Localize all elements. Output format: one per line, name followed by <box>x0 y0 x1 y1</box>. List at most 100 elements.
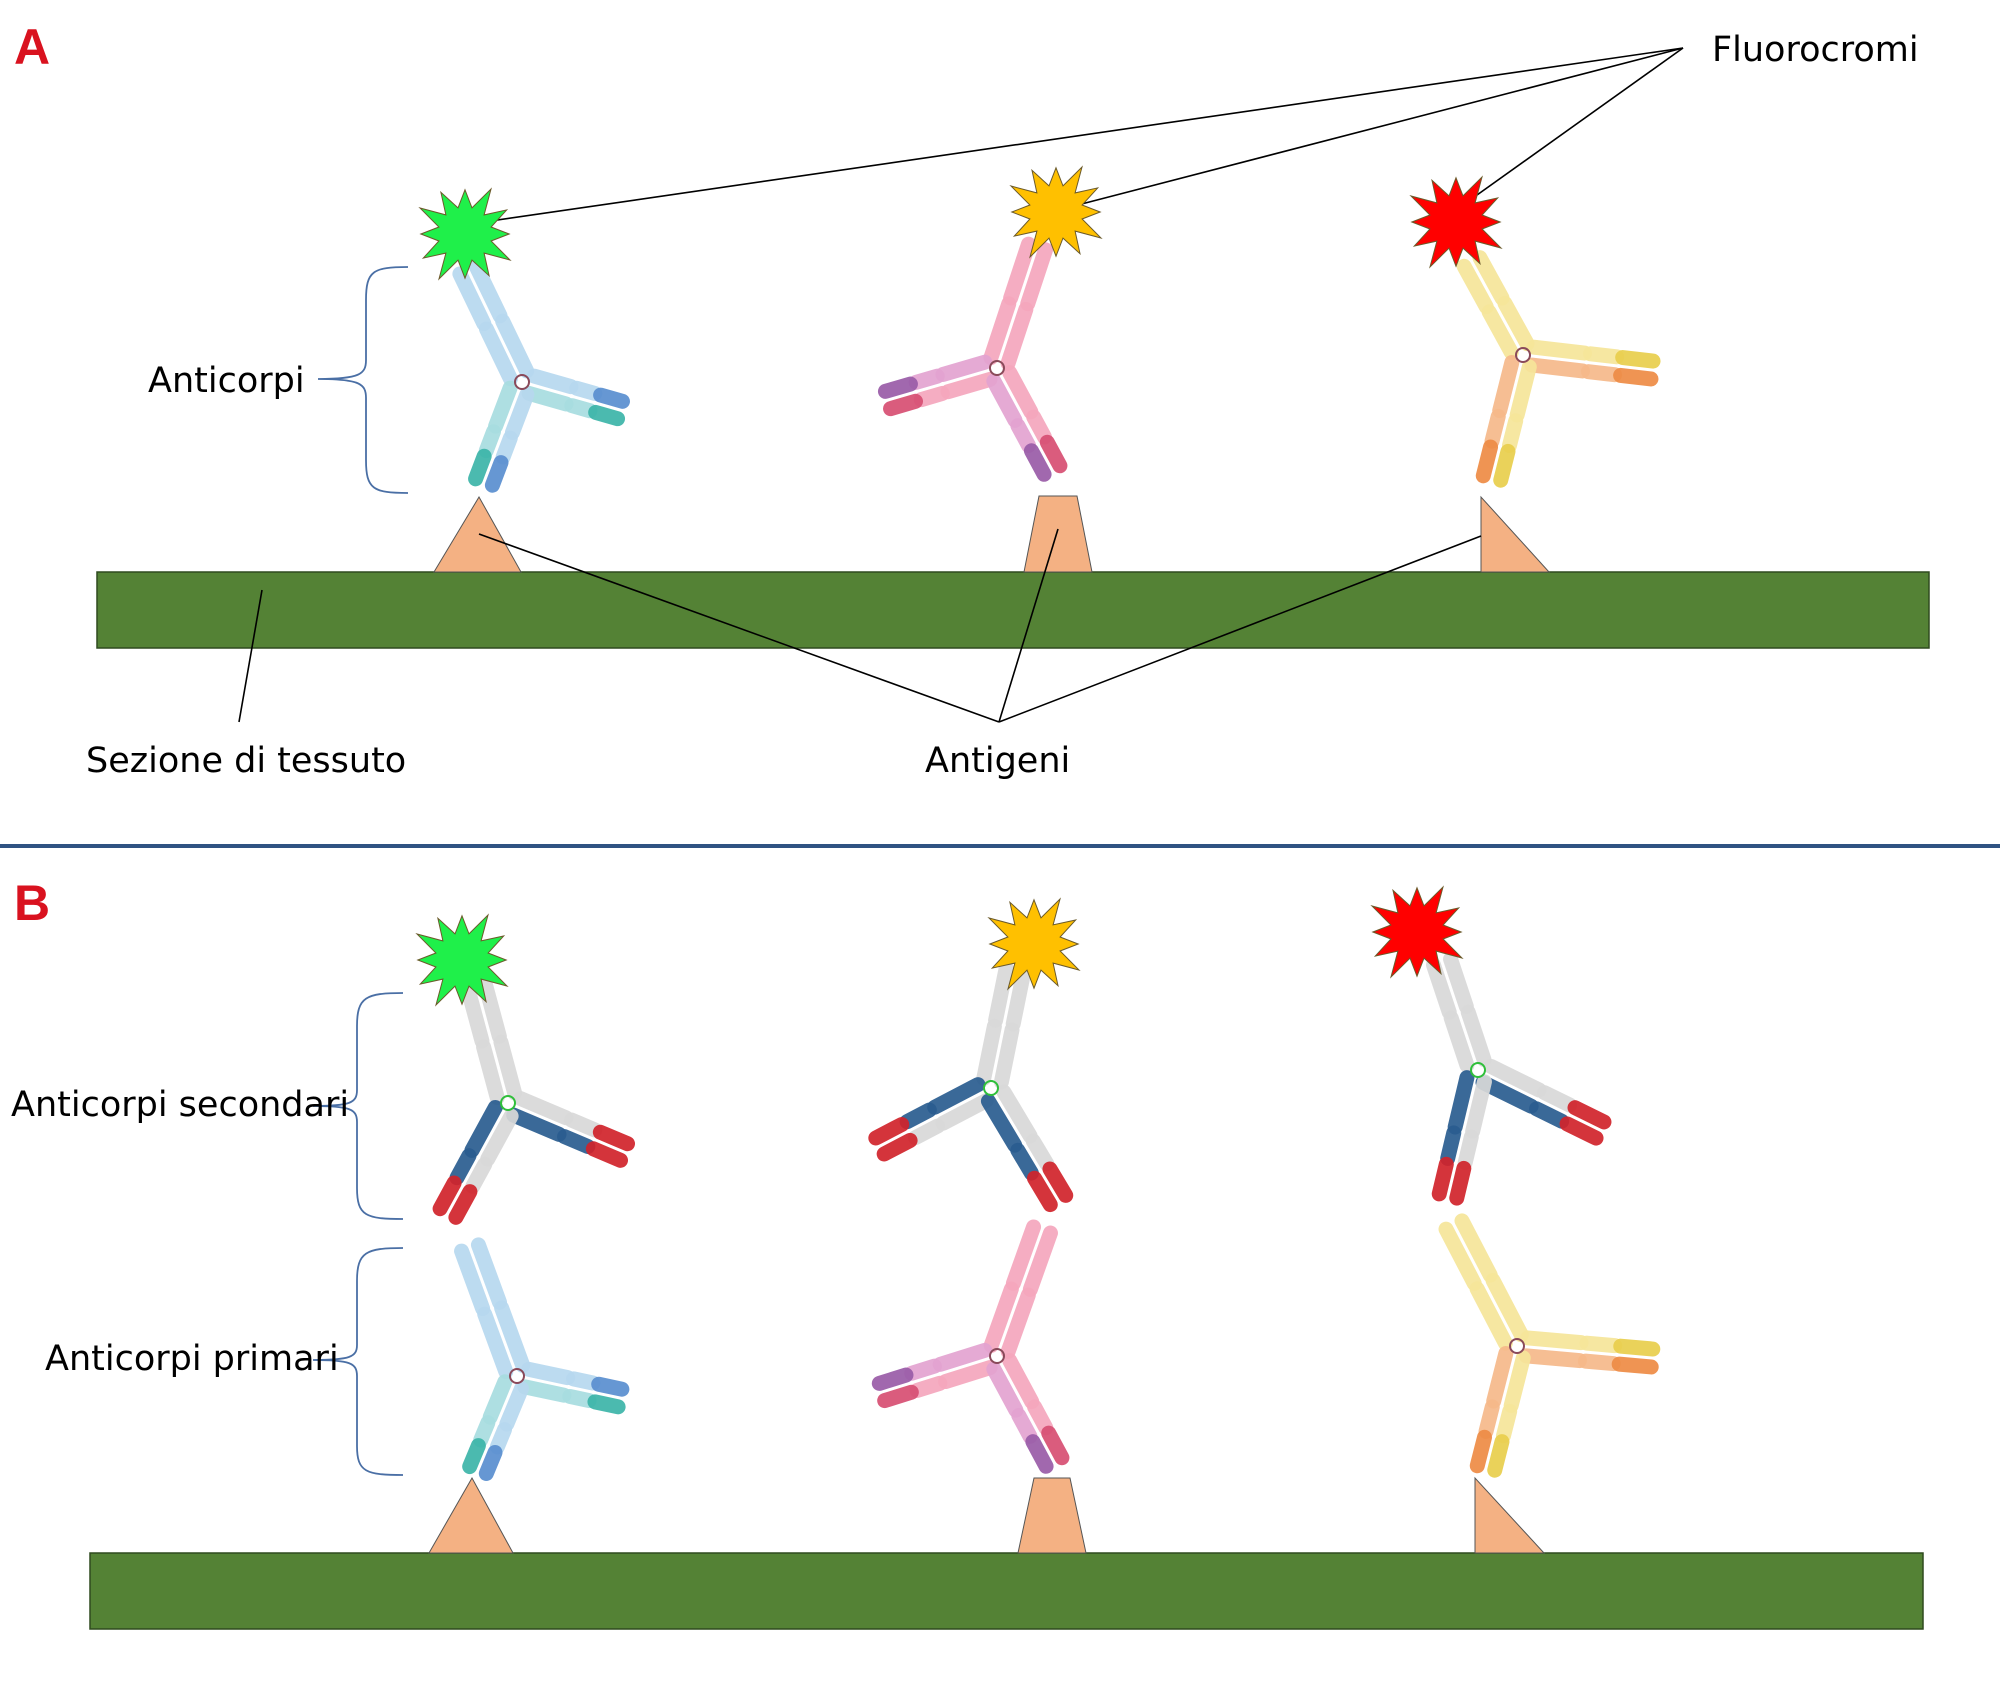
tissue-section-b <box>89 1552 1924 1630</box>
antibody-domain <box>1472 250 1510 306</box>
antibody-domain <box>909 1375 948 1398</box>
antibody-hinge <box>989 1348 1005 1364</box>
antibody-domain <box>593 387 630 409</box>
antibody-domain <box>1025 1133 1055 1172</box>
antibody-domain <box>468 258 508 324</box>
antibody-domain <box>521 385 574 412</box>
antibody-domain <box>986 373 1023 428</box>
antibody-hinge <box>514 374 530 390</box>
antibody-domain <box>1000 1287 1036 1359</box>
antibody-domain <box>1493 443 1516 488</box>
antibody-domain <box>1583 346 1625 365</box>
antibody-domain <box>1501 413 1524 454</box>
antibody-domain <box>517 1379 572 1403</box>
antibody-domain <box>1529 1101 1570 1129</box>
label-fluorochromes: Fluorocromi <box>1712 30 1919 70</box>
primary-antibody-blue-b <box>454 1237 630 1481</box>
antibody-domain <box>1580 364 1623 383</box>
antibody-domain <box>976 1018 1002 1086</box>
antibody-domain <box>1503 1350 1531 1414</box>
antibody-domain <box>464 1099 503 1158</box>
antibody-domain <box>1003 236 1036 306</box>
antibody-domain <box>1449 1160 1472 1206</box>
label-antigens: Antigeni <box>925 741 1071 781</box>
antibody-domain <box>592 1124 636 1152</box>
antibody-domain <box>1041 1425 1070 1466</box>
antibody-domain <box>983 296 1017 366</box>
antibody-domain <box>1495 1403 1518 1444</box>
antibody-domain <box>473 1415 496 1448</box>
antibody-domain <box>1579 1335 1623 1354</box>
secondary-antibody-1-b <box>432 978 636 1225</box>
antibody-hinge <box>983 1080 999 1096</box>
antibody-domain <box>935 354 993 382</box>
label-secondary-antibodies: Anticorpi secondari <box>11 1085 350 1125</box>
antibodies-bracket <box>317 266 409 494</box>
antibody-domain <box>1026 409 1052 445</box>
antibody-yellow-a <box>1456 250 1661 488</box>
antibody-hinge <box>1470 1062 1486 1078</box>
antibody-domain <box>1611 1356 1659 1375</box>
antibody-domain <box>452 266 492 332</box>
antibody-domain <box>1000 301 1034 371</box>
tissue-section-a <box>96 571 1930 649</box>
antibody-domain <box>1020 242 1054 312</box>
antibody-domain <box>476 1039 505 1106</box>
fluorochrome-orange-b <box>987 897 1081 991</box>
antibody-domain <box>468 448 492 487</box>
fluorochrome-orange-a <box>1009 165 1103 259</box>
antibody-domain <box>1577 1353 1621 1372</box>
antibody-domain <box>1005 1219 1042 1291</box>
antibody-domain <box>871 1367 914 1391</box>
antibody-domain <box>877 1384 919 1409</box>
antibody-domain <box>1002 365 1039 420</box>
antibody-domain <box>1022 1225 1058 1297</box>
antibody-domain <box>1509 359 1537 423</box>
antibody-domain <box>504 387 535 441</box>
antibody-domain <box>478 978 507 1044</box>
antibody-domain <box>489 1422 513 1455</box>
antibody-domain <box>484 455 509 493</box>
antigen-triangle-b <box>428 1476 514 1554</box>
antibody-domain <box>1443 1010 1475 1073</box>
antibody-domain <box>868 1116 910 1146</box>
antibody-domain <box>564 1112 603 1138</box>
fluorochrome-red-a <box>1409 175 1503 269</box>
secondary-antibody-2-b <box>868 960 1074 1213</box>
antibody-domain <box>495 430 518 465</box>
antibody-domain <box>591 1376 630 1397</box>
antibody-domain <box>564 398 598 419</box>
antibody-domain <box>1457 1129 1479 1171</box>
antibody-hinge <box>1515 347 1531 363</box>
antibody-domain <box>488 380 518 434</box>
antibody-domain <box>932 1342 993 1372</box>
antibody-domain <box>940 371 998 400</box>
antibody-domain <box>562 1388 597 1409</box>
antibody-domain <box>506 1107 567 1142</box>
antibody-domain <box>465 1156 493 1194</box>
antibody-domain <box>1456 258 1494 315</box>
antibody-domain <box>1526 339 1593 361</box>
antibody-domain <box>587 1394 626 1415</box>
antibody-domain <box>1518 1348 1587 1369</box>
antibody-domain <box>1485 1272 1529 1343</box>
antibody-domain <box>883 393 923 417</box>
antibody-domain <box>1481 304 1519 360</box>
fluorochrome-green-a <box>418 187 512 281</box>
panel-letter-b: B <box>14 875 51 931</box>
antibody-domain <box>1431 1156 1454 1202</box>
primary-antibody-pink-b <box>871 1219 1070 1474</box>
antibody-domain <box>480 1108 519 1167</box>
antibody-domain <box>913 385 950 408</box>
antibody-pink-a <box>877 236 1068 482</box>
antibody-domain <box>1613 1338 1661 1357</box>
antibody-domain <box>1484 408 1506 449</box>
antibody-domain <box>1536 1085 1578 1113</box>
antibody-domain <box>585 1141 628 1168</box>
antibody-domain <box>432 1175 462 1217</box>
antigen-trapezoid-b <box>1017 1477 1087 1554</box>
antibody-blue-a <box>452 258 630 493</box>
antibody-domain <box>478 321 518 387</box>
panel-a <box>96 47 1930 723</box>
